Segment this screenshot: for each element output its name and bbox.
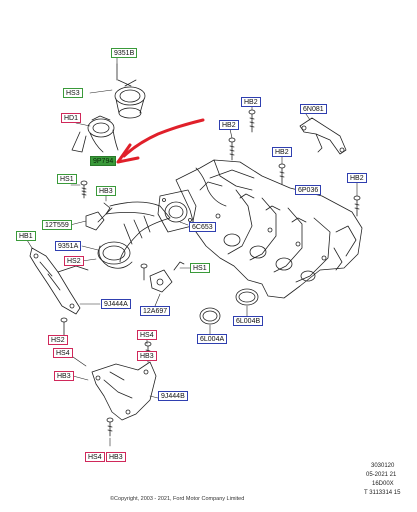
label-hb2-right[interactable]: HB2: [347, 173, 367, 183]
bolt-hs4-lower: [106, 417, 114, 437]
bracket-9j444a: [29, 247, 89, 315]
drawing-number: 3030120: [371, 463, 395, 469]
label-9351b[interactable]: 9351B: [111, 48, 138, 58]
bolt-hs1-upper: [80, 180, 88, 199]
label-6l004a[interactable]: 6L004A: [197, 334, 228, 344]
sensor-12t559: [85, 202, 111, 231]
label-hs3[interactable]: HS3: [63, 88, 83, 98]
label-hs4-left[interactable]: HS4: [53, 348, 73, 358]
label-12a697[interactable]: 12A697: [140, 306, 171, 316]
seal-6l004b: [235, 288, 259, 306]
red-arrow: [116, 118, 205, 164]
label-6n081[interactable]: 6N081: [300, 104, 327, 114]
bolt-hb2-left: [228, 137, 236, 161]
label-hb2-top[interactable]: HB2: [241, 97, 261, 107]
bolt-hb2-top: [248, 109, 256, 133]
label-12t559[interactable]: 12T559: [42, 220, 72, 230]
label-hs1-upper[interactable]: HS1: [57, 174, 77, 184]
bolt-hb2-right: [353, 195, 361, 217]
bolt-hb2-mid: [278, 163, 286, 185]
label-hb3-upper[interactable]: HB3: [96, 186, 116, 196]
label-6p036[interactable]: 6P036: [295, 185, 322, 195]
label-hb3-left[interactable]: HB3: [54, 371, 74, 381]
label-6c653[interactable]: 6C653: [189, 222, 216, 232]
label-9p794-highlighted[interactable]: 9P794: [90, 156, 117, 166]
label-9351a[interactable]: 9351A: [55, 241, 82, 251]
bolt-hs1-lower: [140, 263, 148, 281]
drawing-reference: T 3113314 15: [364, 490, 401, 496]
label-9j444b[interactable]: 9J444B: [158, 391, 188, 401]
seal-6l004a: [199, 307, 221, 325]
copyright-notice: ©Copyright, 2003 - 2021, Ford Motor Comp…: [110, 496, 245, 502]
label-hb2-left[interactable]: HB2: [219, 120, 239, 130]
label-hs4-bottom[interactable]: HS4: [85, 452, 105, 462]
label-6l004b[interactable]: 6L004B: [233, 316, 264, 326]
label-hb1[interactable]: HB1: [16, 231, 36, 241]
bracket-9j444b: [91, 361, 157, 421]
label-hb2-mid[interactable]: HB2: [272, 147, 292, 157]
drawing-date: 05-2021 21: [366, 472, 397, 478]
label-hs2-upper[interactable]: HS2: [64, 256, 84, 266]
label-hb3-bottom[interactable]: HB3: [106, 452, 126, 462]
drawing-code: 16D00X: [372, 481, 394, 487]
hose-clamp-upper: [114, 63, 146, 119]
intake-manifold: [175, 159, 363, 299]
label-hd1[interactable]: HD1: [61, 113, 82, 123]
label-9j444a[interactable]: 9J444A: [101, 299, 131, 309]
label-hs1-lower[interactable]: HS1: [190, 263, 210, 273]
bracket-6n081: [299, 117, 347, 155]
label-hs4-right[interactable]: HS4: [137, 330, 157, 340]
air-hose-upper: [71, 115, 119, 153]
bolt-hs2-lower: [60, 317, 68, 337]
label-hb3-right[interactable]: HB3: [137, 351, 157, 361]
leader-lines: [26, 57, 358, 447]
intake-hose: [97, 201, 171, 269]
sensor-12a697: [149, 261, 185, 293]
label-hs2-lower[interactable]: HS2: [48, 335, 68, 345]
